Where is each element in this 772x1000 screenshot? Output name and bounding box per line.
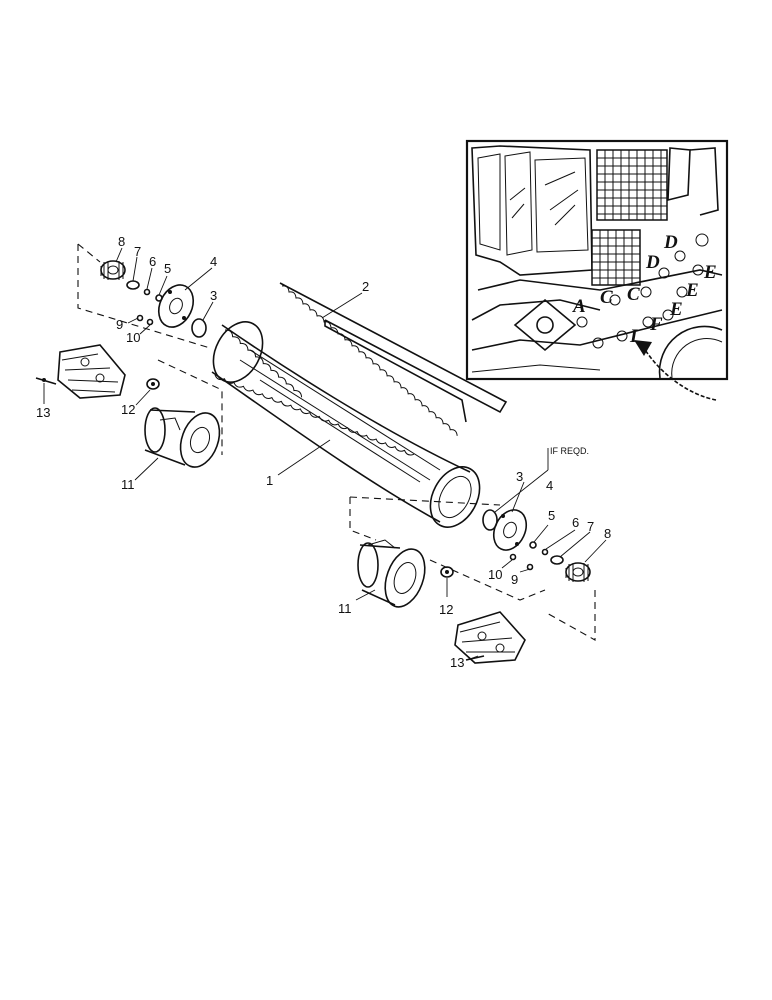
callout-label: 6 <box>572 515 579 530</box>
drum-tube <box>211 321 481 528</box>
callout-label: 12 <box>439 602 453 617</box>
washer-left <box>126 280 140 290</box>
seal-ring-right <box>482 509 498 531</box>
callout-label: 13 <box>36 405 50 420</box>
callout-label: 11 <box>121 477 135 492</box>
motor-housing-right <box>357 539 426 608</box>
callout-label: 8 <box>118 234 125 249</box>
callout-labels: 8 7 6 5 4 3 9 10 2 12 13 11 1 3 4 5 6 7 … <box>36 234 611 670</box>
callout-label: 4 <box>210 254 217 269</box>
sprocket-left <box>100 260 126 280</box>
callout-label: 9 <box>116 317 123 332</box>
if-reqd-note: IF REQD. <box>550 446 589 456</box>
motor-housing-left <box>144 407 221 468</box>
callout-label: 12 <box>121 402 135 417</box>
lockwasher-left-2 <box>146 318 154 326</box>
nut-right <box>529 541 537 549</box>
bearing-flange-right <box>492 509 528 551</box>
leader-lines <box>43 247 607 661</box>
inset-letter-d: D <box>645 252 660 273</box>
lockwasher-left <box>143 288 151 296</box>
callout-label: 13 <box>450 655 464 670</box>
tractor-location-inset: D D E E E A C C F I <box>465 139 729 401</box>
right-assembly-box <box>349 496 596 641</box>
left-assembly-box <box>77 243 223 455</box>
inset-letter-e: E <box>685 280 699 301</box>
inset-letter-c: C <box>627 284 640 305</box>
wear-strip <box>279 282 508 436</box>
callout-label: 5 <box>164 261 171 276</box>
inset-letter-a: A <box>572 296 586 317</box>
bearing-flange-left <box>157 284 195 328</box>
callout-label: 7 <box>587 519 594 534</box>
inset-letter-e: E <box>669 299 683 320</box>
callout-label: 1 <box>266 473 273 488</box>
inset-letter-c: C <box>600 287 613 308</box>
coupling-nut-left <box>146 378 160 390</box>
washer-right <box>550 555 564 565</box>
callout-label: 3 <box>516 469 523 484</box>
callout-label: 6 <box>149 254 156 269</box>
hydraulic-motor-right <box>454 611 526 664</box>
callout-label: 7 <box>134 244 141 259</box>
callout-label: 2 <box>362 279 369 294</box>
callout-label: 3 <box>210 288 217 303</box>
callout-label: 10 <box>488 567 502 582</box>
callout-label: 9 <box>511 572 518 587</box>
lockwasher-right <box>541 548 549 556</box>
callout-label: 10 <box>126 330 140 345</box>
callout-label: 4 <box>546 478 553 493</box>
inset-letter-e: E <box>703 262 717 283</box>
bolt-right <box>526 563 534 571</box>
inset-letter-i: I <box>629 326 638 347</box>
callout-label: 8 <box>604 526 611 541</box>
callout-label: 5 <box>548 508 555 523</box>
lockwasher-right-2 <box>509 553 517 561</box>
seal-ring-left <box>191 318 207 338</box>
sprocket-right <box>565 562 591 582</box>
inset-letter-d: D <box>663 232 678 253</box>
inset-letter-f: F <box>649 314 663 335</box>
coupling-nut-right <box>440 566 454 578</box>
bolt-left <box>136 314 144 322</box>
hydraulic-motor-left <box>35 344 126 399</box>
callout-label: 11 <box>338 601 352 616</box>
